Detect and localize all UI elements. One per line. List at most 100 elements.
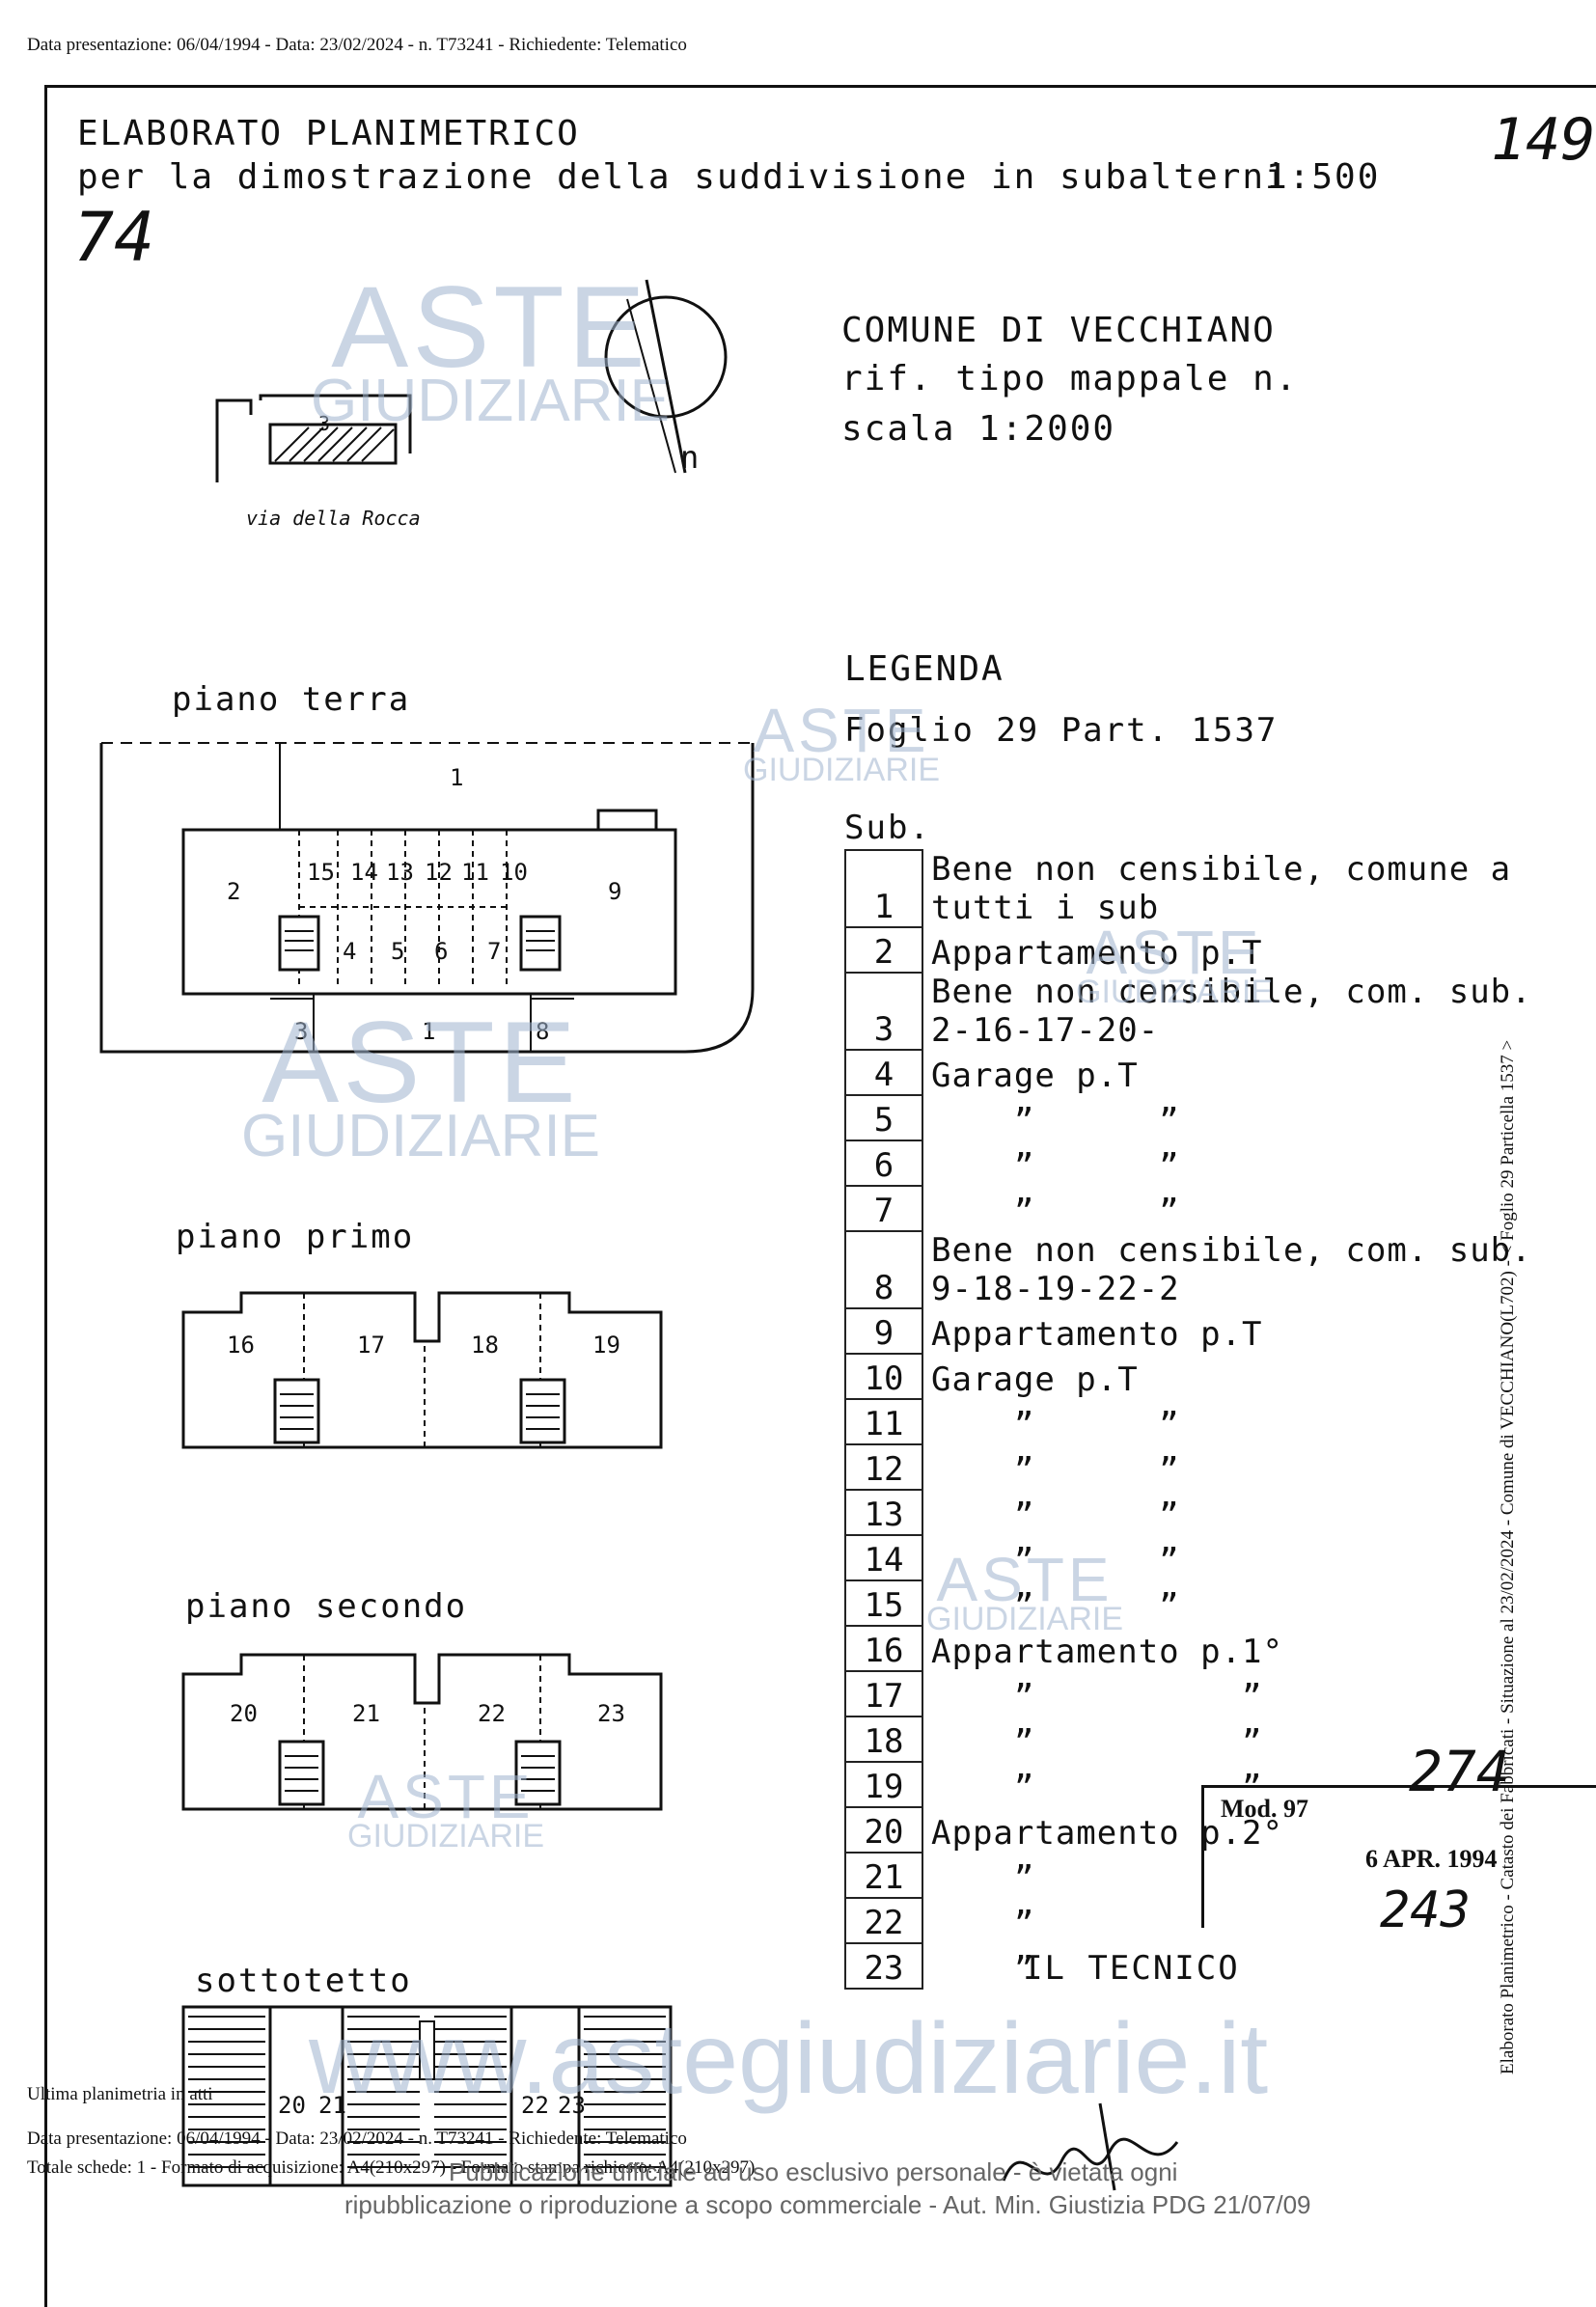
floor-title-sottotetto: sottotetto [195, 1962, 412, 2000]
legend-sub-description: ” [931, 1905, 1035, 1943]
street-label: via della Rocca [246, 507, 421, 530]
terra-label-9: 9 [608, 878, 622, 905]
title-line2: per la dimostrazione della suddivisione … [77, 157, 1288, 197]
legend-sub-number: 20 [844, 1807, 923, 1854]
legend-sub-number: 22 [844, 1898, 923, 1944]
legend-row: 23 ” [844, 1943, 1595, 1990]
floor-title-terra: piano terra [172, 680, 411, 719]
legend-sub-number: 23 [844, 1943, 923, 1990]
legend-sub-number: 13 [844, 1490, 923, 1536]
plan-piano-terra [99, 742, 755, 1054]
legend-sub-description: Appartamento p.1° [931, 1633, 1283, 1671]
terra-label-6: 6 [434, 938, 449, 965]
terra-label-10: 10 [500, 859, 528, 886]
legend-sub-description: ” [931, 1859, 1035, 1898]
north-label: n [680, 439, 700, 476]
legend-sub-description: ” ” [931, 1406, 1180, 1444]
sottotetto-label-23: 23 [558, 2092, 586, 2119]
legend-row: 11 ” ” [844, 1399, 1595, 1445]
stamp-number-bottom: 243 [1380, 1881, 1471, 1939]
legend-row: 19 ” ” [844, 1762, 1595, 1808]
legend-row: 14 ” ” [844, 1535, 1595, 1581]
legend-sub-number: 15 [844, 1580, 923, 1627]
legend-sub-description: Bene non censibile, com. sub. 2-16-17-20… [931, 973, 1532, 1050]
legend-row: 7 ” ” [844, 1186, 1595, 1232]
legend-row: 6 ” ” [844, 1140, 1595, 1187]
sottotetto-label-22: 22 [521, 2092, 549, 2119]
stamp-mod: Mod. 97 [1221, 1795, 1308, 1823]
secondo-label-20: 20 [230, 1700, 258, 1727]
terra-label-14: 14 [350, 859, 378, 886]
legend-title: LEGENDA [844, 649, 1004, 689]
legend-sub-number: 6 [844, 1140, 923, 1187]
legend-sub-number: 9 [844, 1308, 923, 1355]
legend-sub-number: 3 [844, 973, 923, 1051]
footer-ultima: Ultima planimetria in atti [27, 2084, 213, 2104]
legend-sub-number: 18 [844, 1717, 923, 1763]
sottotetto-label-20: 20 [278, 2092, 306, 2119]
drawing-frame [44, 85, 1596, 2307]
terra-label-4: 4 [343, 938, 357, 965]
secondo-label-23: 23 [597, 1700, 625, 1727]
left-number: 74 [73, 198, 155, 277]
header-text: Data presentazione: 06/04/1994 - Data: 2… [27, 35, 687, 55]
legend-sub-number: 16 [844, 1626, 923, 1672]
legend-sub-description: ” ” [931, 1587, 1180, 1626]
rif-label: rif. tipo mappale n. [841, 359, 1299, 398]
scala-label: scala 1:2000 [841, 409, 1116, 449]
legend-sub-description: ” ” [931, 1723, 1263, 1762]
terra-label-1: 1 [450, 764, 464, 791]
plan-piano-secondo [181, 1653, 663, 1811]
footer-notice-2: ripubblicazione o riproduzione a scopo c… [344, 2190, 1311, 2219]
legend-sub-description: ” ” [931, 1769, 1263, 1807]
primo-label-17: 17 [357, 1332, 385, 1359]
sottotetto-label-21: 21 [318, 2092, 346, 2119]
legend-sub-description: Bene non censibile, comune a tutti i sub [931, 850, 1512, 927]
title-line1: ELABORATO PLANIMETRICO [77, 114, 580, 153]
legend-sub-number: 10 [844, 1354, 923, 1400]
key-plan [215, 279, 728, 482]
floor-title-secondo: piano secondo [185, 1587, 468, 1626]
terra-label-3: 3 [294, 1018, 309, 1045]
legend-sub-description: Appartamento p.2° [931, 1814, 1283, 1853]
footer-line2: Totale schede: 1 - Formato di acquisizio… [27, 2157, 756, 2178]
footer-line1: Data presentazione: 06/04/1994 - Data: 2… [27, 2128, 687, 2149]
legend-row: 17 ” ” [844, 1671, 1595, 1717]
legend-row: 13 ” ” [844, 1490, 1595, 1536]
terra-label-1b: 1 [422, 1018, 436, 1045]
comune-label: COMUNE DI VECCHIANO [841, 311, 1276, 350]
legend-sub-number: 19 [844, 1762, 923, 1808]
watermark-url: www.astegiudiziarie.it [309, 2003, 1269, 2115]
legend-sub-number: 11 [844, 1399, 923, 1445]
primo-label-19: 19 [592, 1332, 620, 1359]
legend-sub-description: ” ” [931, 1147, 1180, 1186]
legend-sub-number: 21 [844, 1853, 923, 1899]
legend-sub-description: Garage p.T [931, 1057, 1139, 1095]
legend-sub-description: ” ” [931, 1678, 1263, 1717]
terra-label-13: 13 [386, 859, 414, 886]
legend-sub-description: Appartamento p.T [931, 1315, 1263, 1354]
legend-sub-number: 1 [844, 849, 923, 928]
floor-title-primo: piano primo [176, 1218, 415, 1256]
secondo-label-21: 21 [352, 1700, 380, 1727]
legend-sub-number: 7 [844, 1186, 923, 1232]
terra-label-8: 8 [536, 1018, 550, 1045]
legend-row: 12 ” ” [844, 1444, 1595, 1491]
legend-sub-description: ” [931, 1950, 1035, 1989]
signature [1002, 2102, 1179, 2191]
title-scale: 1:500 [1266, 157, 1381, 197]
secondo-label-22: 22 [478, 1700, 506, 1727]
stamp-number-top: 274 [1409, 1739, 1510, 1804]
terra-label-2: 2 [227, 878, 241, 905]
plan-sottotetto [181, 2005, 673, 2187]
stamp-box [1201, 1785, 1596, 1928]
